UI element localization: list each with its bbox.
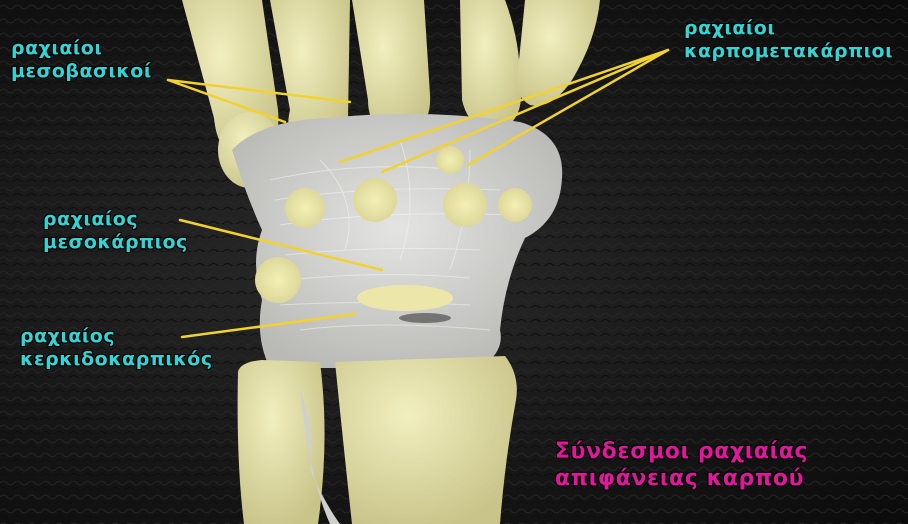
figure-title: Σύνδεσμοι ραχιαίας απιφάνειας καρπού bbox=[555, 438, 808, 492]
label-carpometacarpal-line1: ραχιαίοι bbox=[684, 17, 893, 40]
label-midcarpal-ligaments: ραχιαίοι μεσοβασικοί bbox=[11, 37, 152, 83]
label-midcarpal-line1: ραχιαίοι bbox=[11, 37, 152, 60]
label-radiocarpal-line1: ραχιαίος bbox=[20, 325, 213, 348]
figure-title-line1: Σύνδεσμοι ραχιαίας bbox=[555, 438, 808, 465]
label-intercarpal-line1: ραχιαίος bbox=[43, 208, 188, 231]
label-carpometacarpal-ligaments: ραχιαίοι καρπομετακάρπιοι bbox=[684, 17, 893, 63]
label-intercarpal-ligament: ραχιαίος μεσοκάρπιος bbox=[43, 208, 188, 254]
label-radiocarpal-ligament: ραχιαίος κερκιδοκαρπικός bbox=[20, 325, 213, 371]
label-intercarpal-line2: μεσοκάρπιος bbox=[43, 231, 188, 254]
figure-title-line2: απιφάνειας καρπού bbox=[555, 465, 808, 492]
forearm-bones bbox=[238, 356, 517, 524]
radius bbox=[335, 356, 517, 524]
label-radiocarpal-line2: κερκιδοκαρπικός bbox=[20, 348, 213, 371]
label-carpometacarpal-line2: καρπομετακάρπιοι bbox=[684, 40, 893, 63]
label-midcarpal-line2: μεσοβασικοί bbox=[11, 60, 152, 83]
